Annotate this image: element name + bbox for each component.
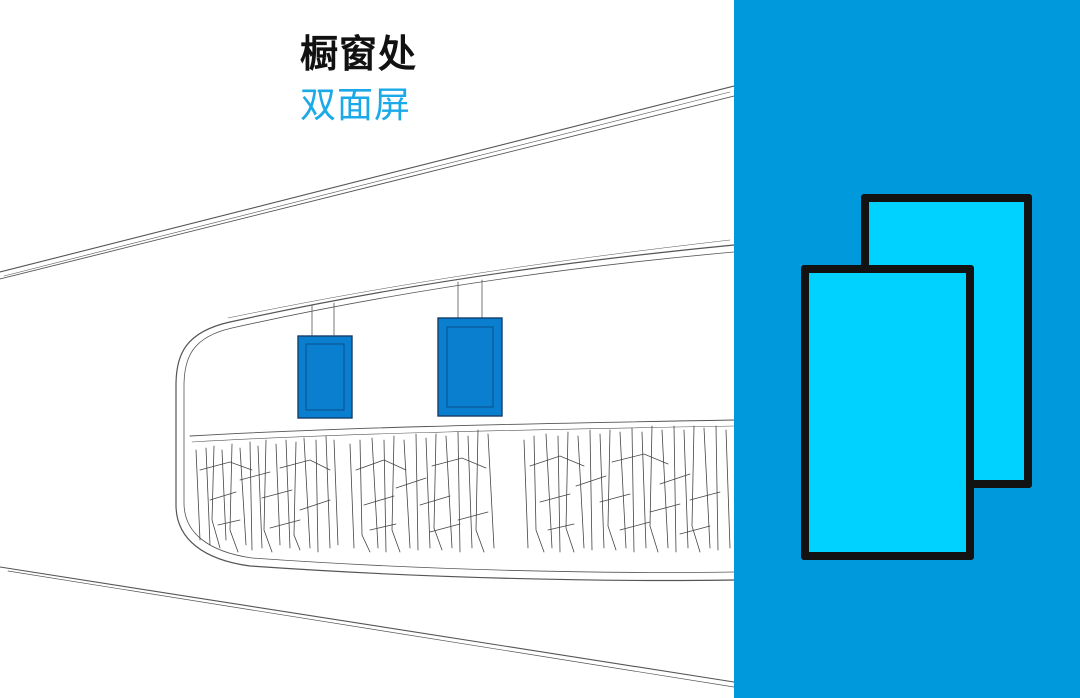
window-screen-right-icon	[437, 317, 503, 417]
heading: 橱窗处 双面屏	[300, 28, 440, 132]
page-title: 橱窗处	[300, 32, 418, 76]
window-screen-left-icon	[297, 335, 353, 419]
page-subtitle: 双面屏	[300, 85, 412, 126]
double-sided-screen-front-icon	[801, 265, 974, 560]
clothes-rack-icon	[195, 425, 731, 553]
side-panel	[734, 0, 1080, 698]
storefront-window-sketch-icon	[0, 85, 734, 688]
